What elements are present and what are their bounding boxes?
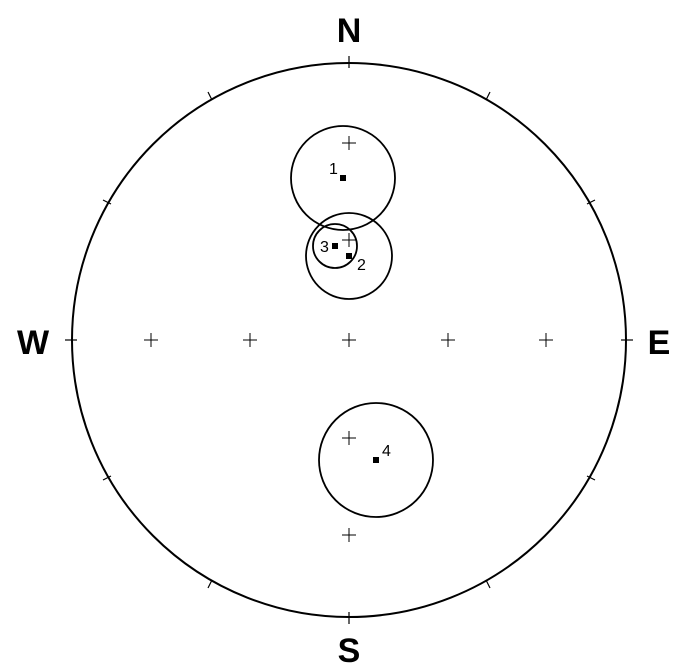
mean-points (332, 175, 379, 463)
cone-1 (290, 125, 396, 231)
cone-4 (318, 402, 434, 518)
point-1-marker (340, 175, 346, 181)
point-3-marker (332, 243, 338, 249)
compass-south: S (338, 632, 361, 666)
point-2-marker (346, 253, 352, 259)
compass-north: N (337, 12, 362, 50)
compass-west: W (17, 324, 50, 362)
grid-crosses (144, 136, 553, 542)
rim-ticks (65, 56, 633, 624)
point-3-label: 3 (320, 239, 329, 256)
cone-2 (305, 212, 393, 300)
compass-east: E (648, 324, 671, 362)
point-2-label: 2 (357, 257, 366, 274)
confidence-cones (290, 125, 434, 518)
point-4-marker (373, 457, 379, 463)
cone-3 (312, 223, 358, 269)
point-1-label: 1 (329, 161, 338, 178)
point-4-label: 4 (382, 443, 391, 460)
